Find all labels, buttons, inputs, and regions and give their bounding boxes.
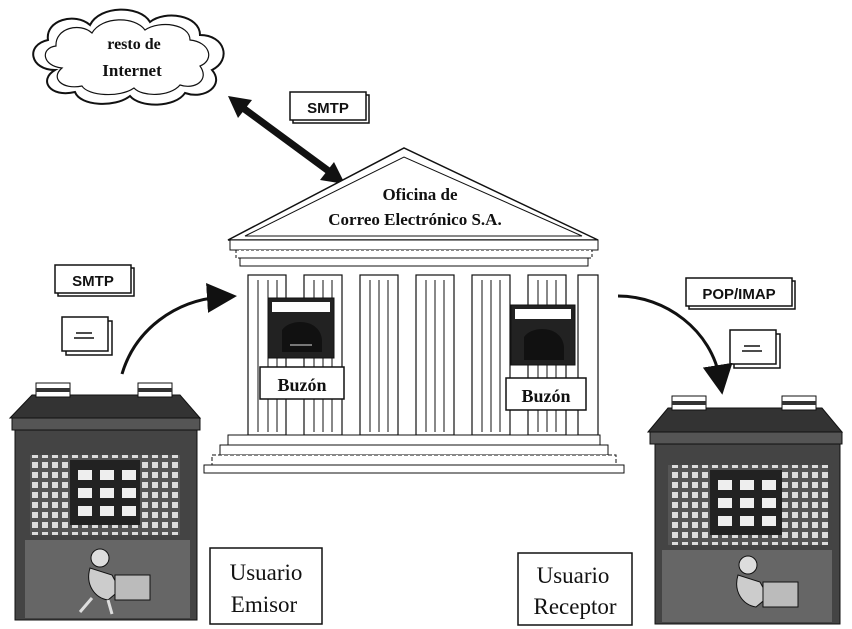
sender-label-line1: Usuario (230, 560, 303, 585)
receiver-label-line1: Usuario (537, 563, 610, 588)
smtp-left-text: SMTP (72, 273, 114, 290)
envelope-icon (729, 329, 781, 369)
sender-to-office-arrow (120, 282, 237, 375)
smtp-left-label: SMTP (54, 264, 135, 297)
sender-label-line2: Emisor (231, 592, 298, 617)
office-label-line2: Correo Electrónico S.A. (328, 210, 501, 229)
receiver-user-label: Usuario Receptor (517, 552, 633, 626)
receiver-house (646, 395, 844, 625)
mailbox-left-label: Buzón (277, 375, 326, 395)
mailbox-left: Buzón (259, 297, 345, 400)
smtp-top-text: SMTP (307, 100, 349, 117)
envelope-icon (61, 316, 113, 356)
sender-house (8, 382, 202, 621)
mailbox-right: Buzón (505, 304, 587, 411)
office-to-receiver-arrow (617, 294, 733, 395)
mailbox-right-label: Buzón (521, 386, 570, 406)
cloud-label-line1: resto de (107, 36, 160, 53)
sender-user-label: Usuario Emisor (209, 547, 323, 625)
internet-cloud: resto de Internet (32, 8, 225, 106)
smtp-internet-arrow (228, 96, 345, 184)
pop-imap-label: POP/IMAP (685, 277, 796, 310)
office-label-line1: Oficina de (382, 185, 458, 204)
smtp-top-label: SMTP (289, 91, 370, 124)
pop-imap-text: POP/IMAP (702, 286, 775, 303)
receiver-label-line2: Receptor (533, 594, 616, 619)
cloud-label-line2: Internet (102, 61, 162, 80)
